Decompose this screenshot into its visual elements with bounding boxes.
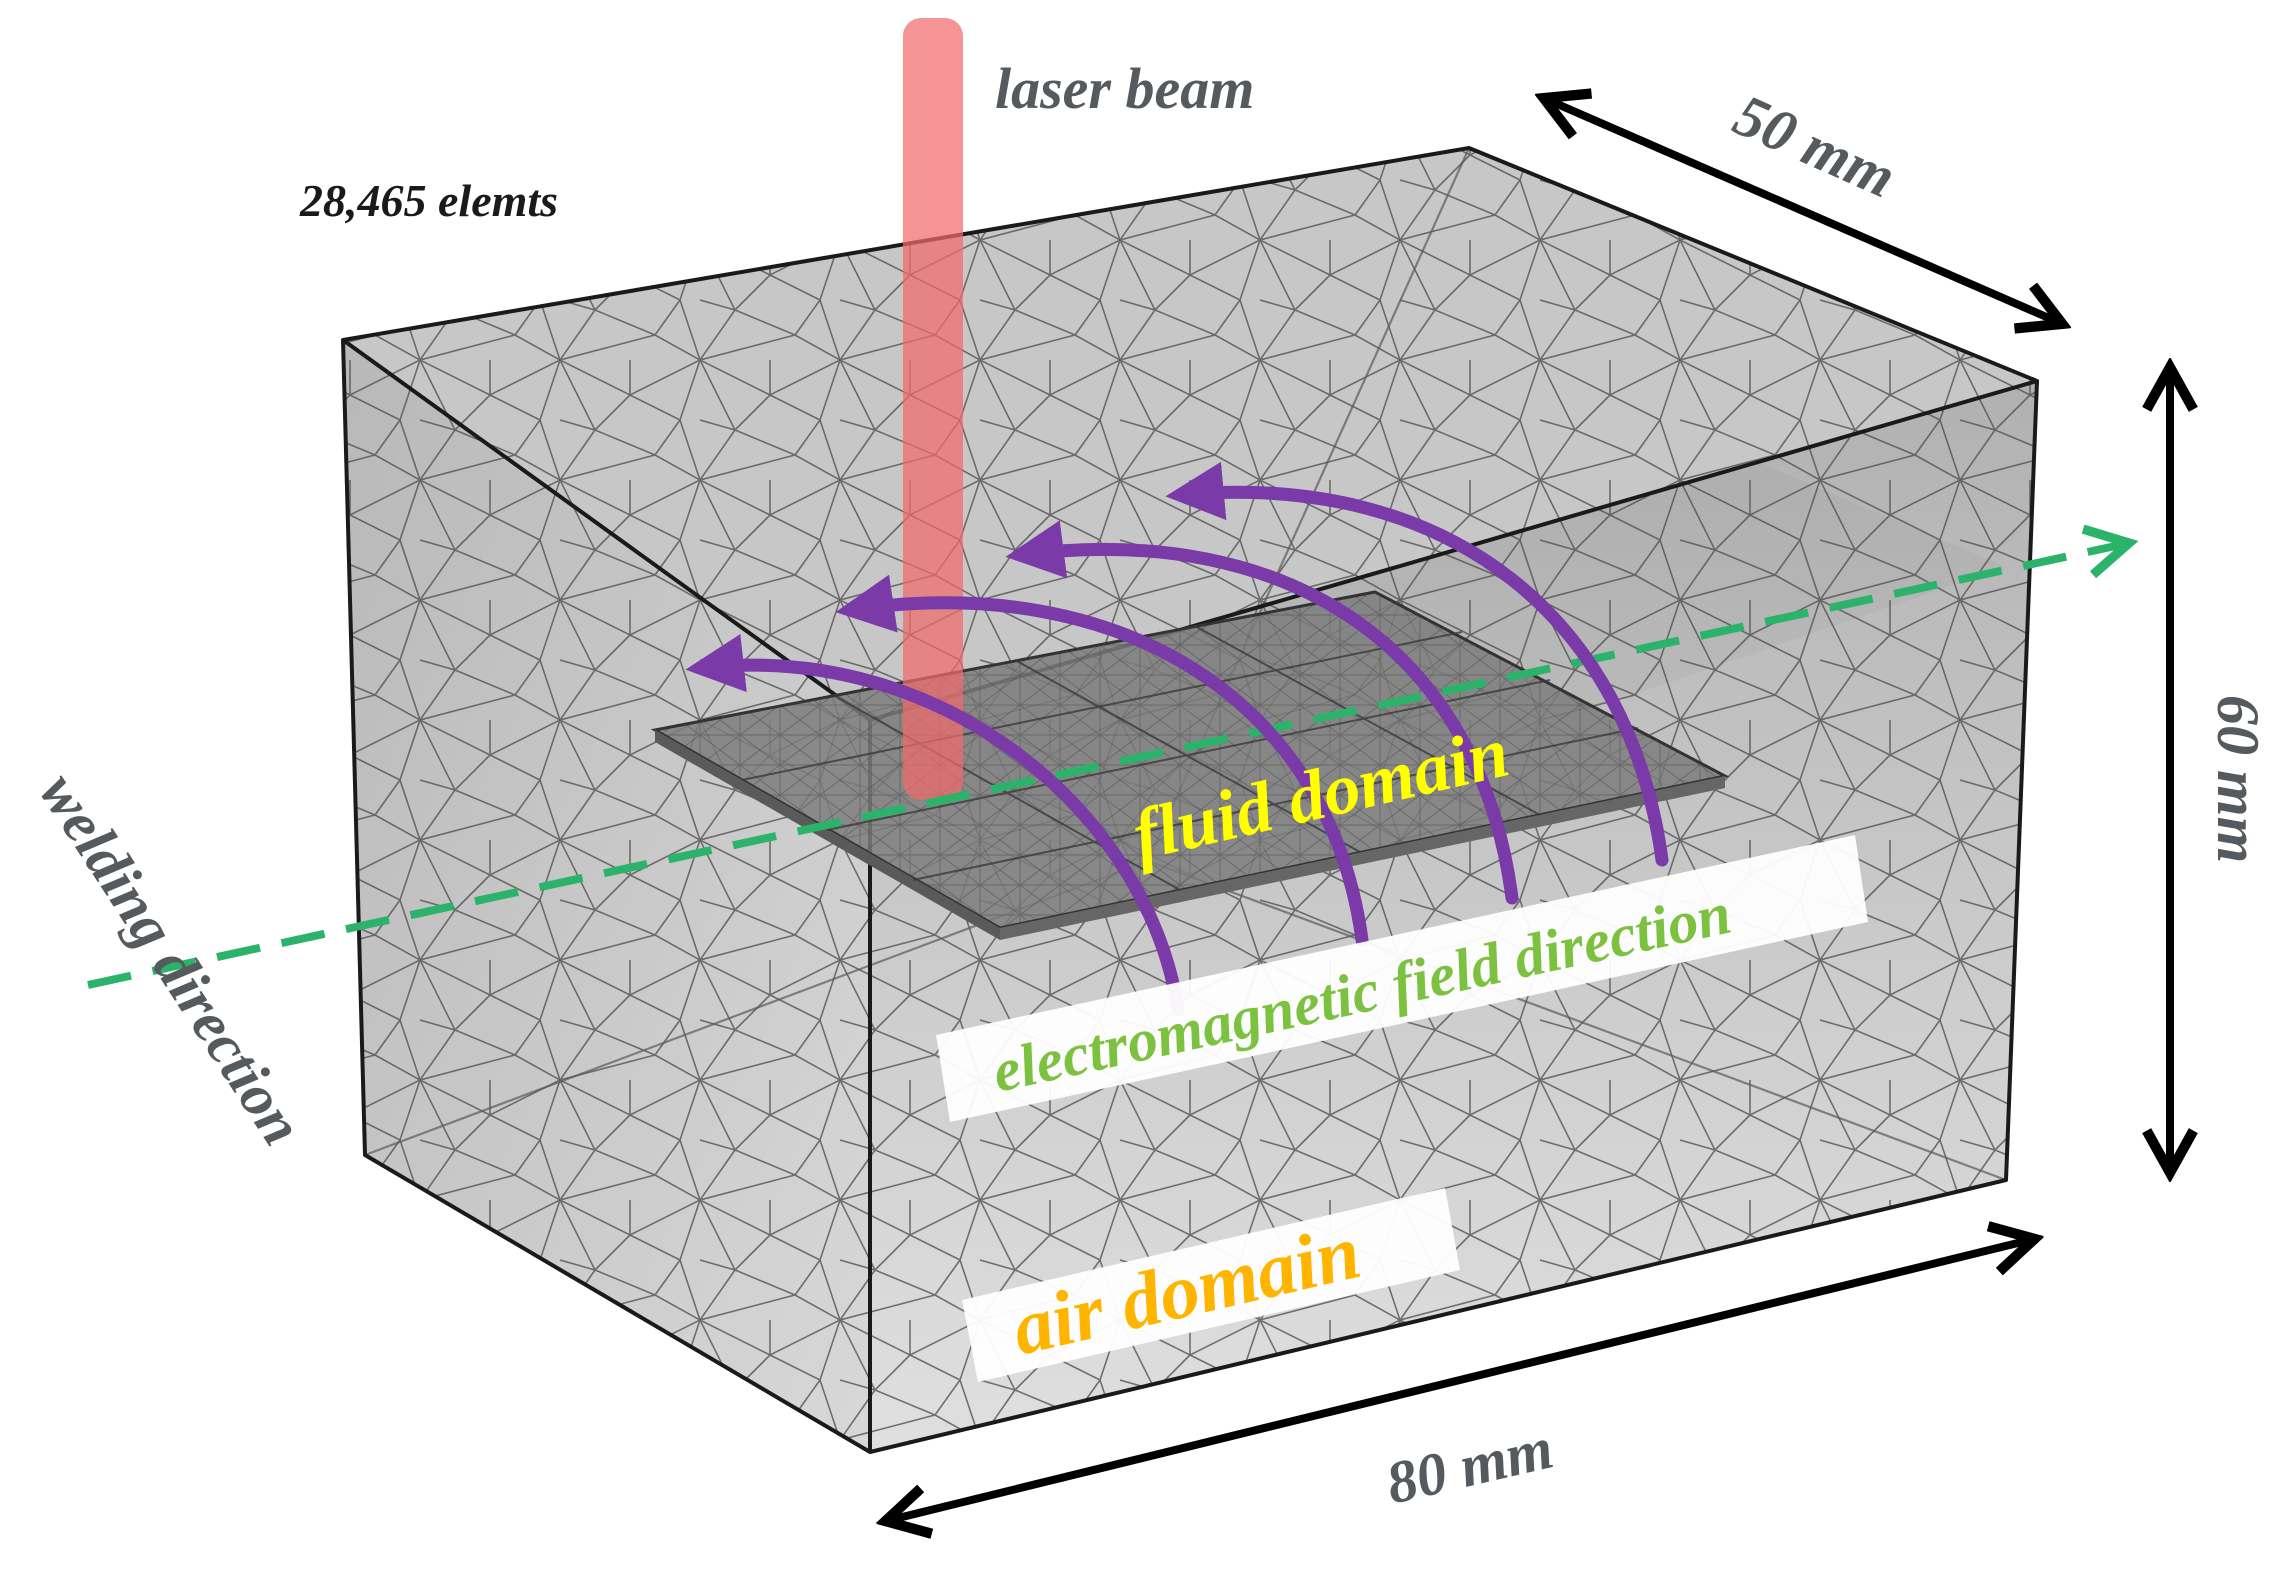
width-dimension-label: 80 mm — [1380, 1414, 1559, 1516]
fluid-domain-plate — [650, 590, 1730, 940]
welding-direction-label: welding direction — [27, 761, 316, 1156]
em-field-arrow-3 — [1005, 520, 1519, 905]
em-field-arrow-4 — [1165, 461, 1669, 867]
dimension-arrow-depth — [1548, 100, 2058, 322]
em-field-arrow-1 — [685, 634, 1185, 1017]
laser-beam-label: laser beam — [995, 56, 1254, 121]
air-label-background — [962, 1188, 1460, 1382]
dimension-arrows — [890, 100, 2170, 1520]
em-field-arrow-2 — [835, 574, 1369, 947]
dimension-arrow-width — [890, 1240, 2030, 1520]
em-label-background — [936, 835, 1868, 1122]
element-count-label: 28,465 elemts — [299, 175, 558, 226]
height-dimension-label: 60 mm — [2205, 695, 2271, 863]
welding-direction-arrow — [87, 545, 2120, 989]
laser-beam — [903, 18, 963, 800]
em-field-arrows — [685, 461, 1669, 1017]
